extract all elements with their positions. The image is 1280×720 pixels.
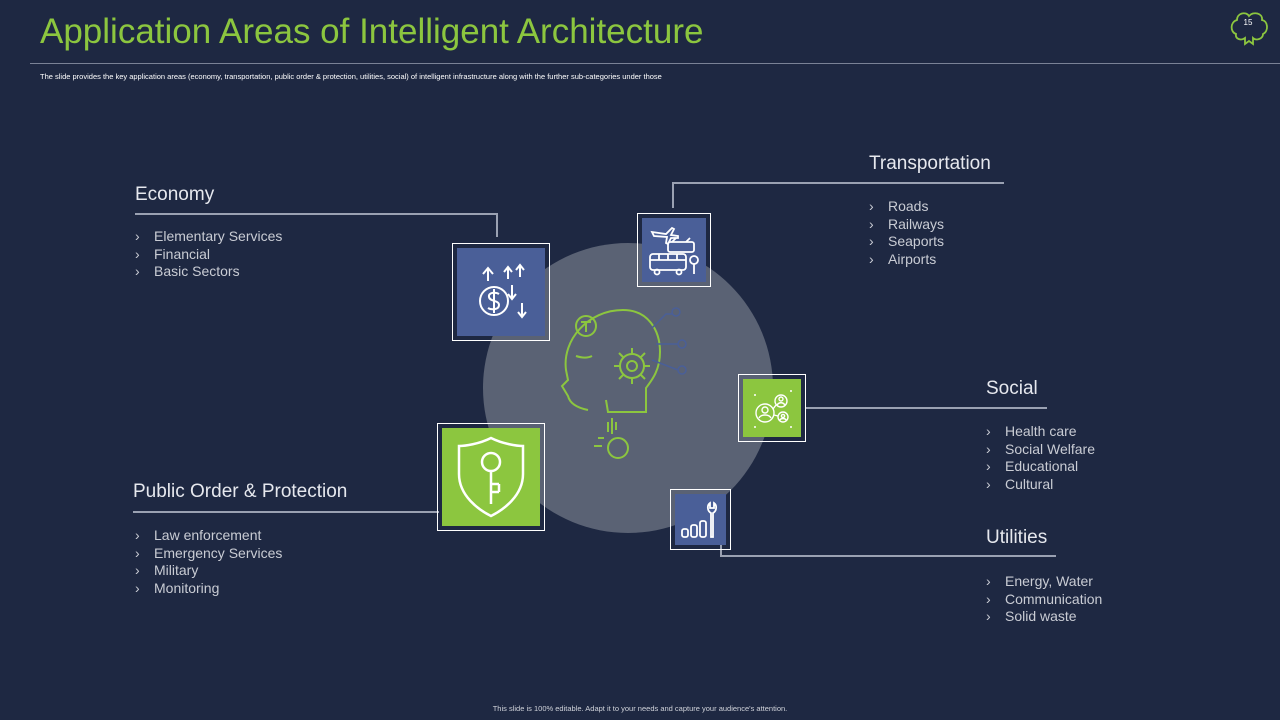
transportation-list: ›Roads ›Railways ›Seaports ›Airports [869,198,944,268]
title-divider [30,63,1280,64]
public-order-list: ›Law enforcement ›Emergency Services ›Mi… [135,527,282,597]
public-order-heading: Public Order & Protection [133,481,348,502]
transportation-heading: Transportation [869,153,991,174]
list-item: ›Emergency Services [135,544,283,561]
economy-connector [135,213,498,215]
social-tile [738,374,806,442]
list-item: ›Airports [869,250,937,267]
utilities-connector [721,555,1056,557]
list-item: ›Roads [869,198,929,214]
transportation-connector [673,182,1004,184]
list-item: ›Health care [986,423,1077,439]
list-item: ›Social Welfare [986,440,1096,457]
utilities-connector-drop [720,545,722,557]
slide-subtitle: The slide provides the key application a… [40,72,662,81]
utilities-heading: Utilities [986,527,1048,548]
brain-logo-icon [1230,12,1268,46]
footer-note: This slide is 100% editable. Adapt it to… [492,704,788,713]
list-item: ›Railways [869,215,945,232]
list-item: ›Military [135,562,199,579]
slide-title: Application Areas of Intelligent Archite… [40,12,704,51]
transportation-tile [637,213,711,287]
transportation-connector-drop [672,182,674,208]
economy-tile [452,243,550,341]
social-list: ›Health care ›Social Welfare ›Educationa… [986,423,1095,493]
bus-plane-icon [649,226,699,276]
utilities-list: ›Energy, Water ›Communication ›Solid was… [986,573,1102,626]
dollar-arrows-icon [479,263,527,319]
list-item: ›Law enforcement [135,527,262,543]
economy-heading: Economy [135,184,215,205]
public-order-connector [133,511,439,513]
list-item: ›Basic Sectors [135,263,240,280]
economy-list: ›Elementary Services ›Financial ›Basic S… [135,228,282,281]
list-item: ›Energy, Water [986,573,1093,589]
people-network-icon [754,390,792,428]
page-number: 15 [1243,18,1253,27]
list-item: ›Monitoring [135,579,220,596]
list-item: ›Solid waste [986,608,1077,625]
public-order-tile [437,423,545,531]
list-item: ›Communication [986,590,1103,607]
list-item: ›Elementary Services [135,228,283,244]
list-item: ›Seaports [869,233,945,250]
bar-chart-wrench-icon [680,500,717,538]
list-item: ›Financial [135,245,211,262]
shield-key-icon [457,436,525,518]
utilities-tile [670,489,731,550]
social-heading: Social [986,378,1038,399]
economy-connector-drop [496,213,498,237]
list-item: ›Cultural [986,475,1054,492]
list-item: ›Educational [986,458,1079,475]
social-connector [805,407,1047,409]
head-gears-icon [560,307,687,459]
